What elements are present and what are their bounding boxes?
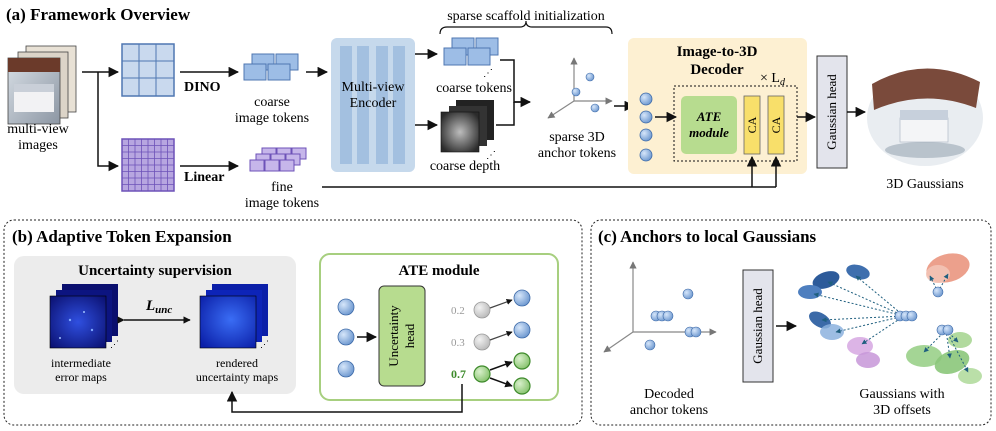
- arrow-to-linear-patches: [97, 72, 120, 172]
- gaussian-head-a-label: Gaussian head: [824, 74, 839, 150]
- coarse-depth-ellipsis: ⋰: [486, 150, 496, 161]
- expand-arrow-2: [489, 331, 513, 341]
- rendered-uncertainty-maps: [199, 284, 268, 349]
- anchor-label-2: anchor tokens: [538, 146, 616, 161]
- ate-module-box: [681, 96, 737, 154]
- ate-box-label-1: ATE: [696, 109, 722, 124]
- sparse-anchor-plot: [547, 57, 613, 119]
- out-token-3: [513, 352, 531, 370]
- ca-block-1: [743, 95, 761, 155]
- coarse-depth-label: coarse depth: [430, 159, 500, 174]
- ca-label-1: CA: [745, 116, 759, 133]
- gaussians-offsets-label-1: Gaussians with: [859, 387, 944, 402]
- coarse-depth-maps: [440, 100, 494, 153]
- ate-input-tokens: [337, 298, 355, 378]
- uncertainty-feedback-arrow: [226, 384, 463, 413]
- uncertainty-head: [378, 285, 426, 387]
- scaffold-label: sparse scaffold initialization: [447, 9, 605, 24]
- fine-tokens-label-2: image tokens: [245, 196, 319, 211]
- encoder-coarse-tokens: [443, 37, 499, 66]
- decoded-anchor-plot: [603, 261, 717, 353]
- ate-module-title: ATE module: [399, 263, 480, 279]
- coarse-tokens-ellipsis: ⋰: [483, 68, 493, 79]
- coarse-tokens-label-2: image tokens: [235, 111, 309, 126]
- expand-arrow-1: [489, 299, 513, 309]
- anchor-label-1: sparse 3D: [549, 130, 605, 145]
- dino-label: DINO: [184, 80, 221, 95]
- uncertainty-head-label-2: head: [402, 323, 417, 348]
- gaussians-offsets-label-2: 3D offsets: [873, 403, 931, 418]
- out-token-2: [513, 321, 531, 339]
- expand-arrow-3a: [489, 360, 513, 371]
- encoder-label-1: Multi-view: [342, 80, 406, 95]
- panel-a-title: (a) Framework Overview: [6, 5, 191, 24]
- error-maps-ellipsis: ⋰: [110, 339, 119, 349]
- score-1: 0.2: [451, 305, 465, 317]
- multi-view-images: [7, 45, 77, 125]
- panel-c-frame: [590, 219, 992, 426]
- score-2: 0.3: [451, 337, 465, 349]
- loss-label: Lunc: [145, 298, 172, 316]
- 3d-gaussians-output: [867, 68, 983, 166]
- multi-view-encoder: [331, 38, 415, 172]
- merge-arrow-bottom: [496, 102, 515, 126]
- score-3: 0.7: [451, 367, 466, 381]
- high-score-token: [473, 365, 491, 383]
- decoder-label-2: Decoder: [690, 62, 744, 78]
- decoder-label-1: Image-to-3D: [677, 44, 758, 60]
- coarse-tokens-label: coarse tokens: [436, 81, 512, 96]
- expand-arrow-3b: [489, 377, 513, 388]
- error-maps-label-2: error maps: [55, 370, 107, 384]
- panel-c-title: (c) Anchors to local Gaussians: [598, 227, 817, 246]
- decoder-repeat-block: [673, 85, 798, 162]
- coarse-tokens-label-1: coarse: [254, 95, 290, 110]
- repeat-symbol: × Ld: [760, 71, 786, 88]
- low-score-token-1: [473, 301, 491, 319]
- scaffold-brace: [439, 20, 613, 35]
- encoder-label-2: Encoder: [350, 96, 397, 111]
- fine-image-tokens: [249, 147, 307, 172]
- intermediate-error-maps: [49, 284, 118, 349]
- error-maps-label-1: intermediate: [51, 356, 111, 370]
- panel-b-title: (b) Adaptive Token Expansion: [12, 227, 232, 246]
- uncertainty-maps-ellipsis: ⋰: [260, 339, 269, 349]
- uncertainty-supervision-title: Uncertainty supervision: [78, 263, 232, 279]
- output-label: 3D Gaussians: [886, 177, 963, 192]
- coarse-image-tokens: [243, 53, 299, 81]
- fine-tokens-label-1: fine: [271, 180, 293, 195]
- input-label-2: images: [18, 138, 58, 153]
- gaussian-head-c: [742, 269, 774, 383]
- input-label-1: multi-view: [7, 122, 69, 137]
- low-score-token-2: [473, 333, 491, 351]
- uncertainty-maps-label-1: rendered: [216, 356, 258, 370]
- ca-block-2: [767, 95, 785, 155]
- out-token-1: [513, 289, 531, 307]
- dino-patch-grid: [121, 43, 175, 97]
- gaussian-head-c-label: Gaussian head: [750, 288, 765, 364]
- ca-label-2: CA: [769, 116, 783, 133]
- uncertainty-maps-label-2: uncertainty maps: [196, 370, 279, 384]
- gaussians-with-offsets: [798, 253, 982, 384]
- decoded-anchor-label-1: Decoded: [644, 387, 694, 402]
- out-token-4: [513, 377, 531, 395]
- ate-module-detail-box: [319, 253, 559, 401]
- gaussian-head-a: [816, 55, 848, 169]
- linear-label: Linear: [184, 170, 224, 185]
- linear-patch-grid: [121, 138, 175, 192]
- decoded-anchor-label-2: anchor tokens: [630, 403, 708, 418]
- panel-b-frame: [3, 219, 583, 426]
- decoder-token-column: [639, 92, 653, 162]
- uncertainty-head-label-1: Uncertainty: [386, 305, 401, 367]
- ate-box-label-2: module: [689, 125, 729, 140]
